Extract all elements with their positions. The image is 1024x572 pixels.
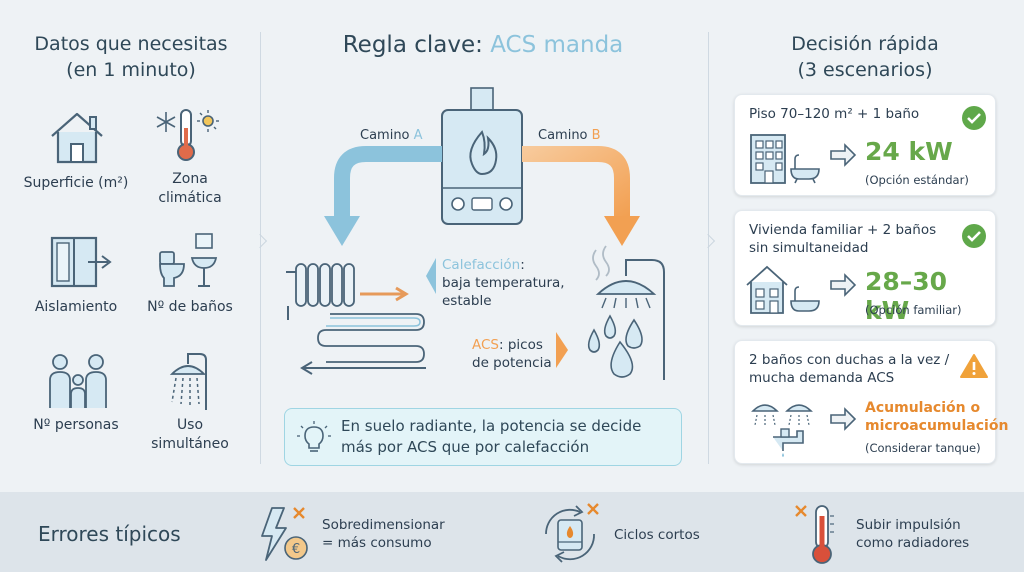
right-divider xyxy=(708,32,709,464)
scenario-value: Acumulación o microacumulación xyxy=(865,400,1009,435)
left-divider xyxy=(260,32,261,464)
zona-climatica-label: Zona climática xyxy=(158,171,222,206)
thermometer-high-icon xyxy=(795,505,834,564)
callout-text: En suelo radiante, la potencia se decide… xyxy=(341,417,642,456)
arrow-right-icon xyxy=(830,273,857,297)
flow-diagram xyxy=(286,87,665,380)
scenario-title: Vivienda familiar + 2 baños sin simultan… xyxy=(749,222,937,257)
check-icon xyxy=(962,224,986,248)
climate-zone-icon xyxy=(156,109,219,161)
double-shower-faucet-icon xyxy=(751,404,813,457)
arrow-right-icon xyxy=(830,407,857,431)
camino-b-label: Camino B xyxy=(538,128,601,143)
scenario-note: (Considerar tanque) xyxy=(865,441,981,455)
left-divider-chevron xyxy=(252,233,268,249)
bathroom-icon xyxy=(159,233,218,287)
scenario-card-standard: Piso 70–120 m² + 1 baño 24 kW (Opción es… xyxy=(734,94,996,196)
errors-bar: Errores típicos € Sobredimensionar = más… xyxy=(0,492,1024,572)
lightning-euro-icon: € xyxy=(261,507,308,561)
apartment-bath-icon xyxy=(750,134,820,184)
shower-icon xyxy=(169,353,207,410)
aislamiento-label: Aislamiento xyxy=(34,299,118,315)
short-cycles-icon xyxy=(545,503,599,563)
lightbulb-icon xyxy=(297,421,331,452)
scenario-note: (Opción familiar) xyxy=(865,303,962,317)
scenario-title: Piso 70–120 m² + 1 baño xyxy=(749,106,920,122)
error-short-cycles: Ciclos cortos xyxy=(614,527,700,543)
house-icon xyxy=(51,112,103,164)
warning-icon xyxy=(960,354,988,378)
scenario-title: 2 baños con duchas a la vez / mucha dema… xyxy=(749,352,950,387)
error-high-flow-temp: Subir impulsión como radiadores xyxy=(856,517,970,552)
scenario-card-accumulation: 2 baños con duchas a la vez / mucha dema… xyxy=(734,340,1008,464)
scenario-card-family: Vivienda familiar + 2 baños sin simultan… xyxy=(734,210,996,326)
svg-text:€: € xyxy=(292,542,300,557)
error-oversizing: Sobredimensionar = más consumo xyxy=(322,517,445,552)
scenario-value: 28–30 kW xyxy=(865,267,948,325)
right-column-title: Decisión rápida (3 escenarios) xyxy=(791,33,939,81)
acs-text: ACS: picos de potencia xyxy=(472,337,552,372)
scenario-note: (Opción estándar) xyxy=(865,173,969,187)
check-icon xyxy=(962,106,986,130)
center-title: Regla clave: ACS manda xyxy=(342,32,624,58)
right-divider-chevron xyxy=(700,233,716,249)
window-insulation-icon xyxy=(50,236,112,288)
left-column-title: Datos que necesitas (en 1 minuto) xyxy=(34,33,228,81)
calefaccion-text: Calefacción: baja temperatura, estable xyxy=(442,257,565,310)
personas-label: Nº personas xyxy=(33,417,119,433)
banos-label: Nº de baños xyxy=(147,299,233,315)
errors-title: Errores típicos xyxy=(38,522,181,546)
family-icon xyxy=(49,354,107,408)
key-callout: En suelo radiante, la potencia se decide… xyxy=(284,408,682,466)
camino-a-label: Camino A xyxy=(360,128,423,143)
arrow-right-icon xyxy=(830,143,857,167)
house-bath-icon xyxy=(746,265,820,314)
superficie-label: Superficie (m²) xyxy=(23,175,129,191)
scenario-value: 24 kW xyxy=(865,137,953,166)
uso-simultaneo-label: Uso simultáneo xyxy=(151,417,229,452)
